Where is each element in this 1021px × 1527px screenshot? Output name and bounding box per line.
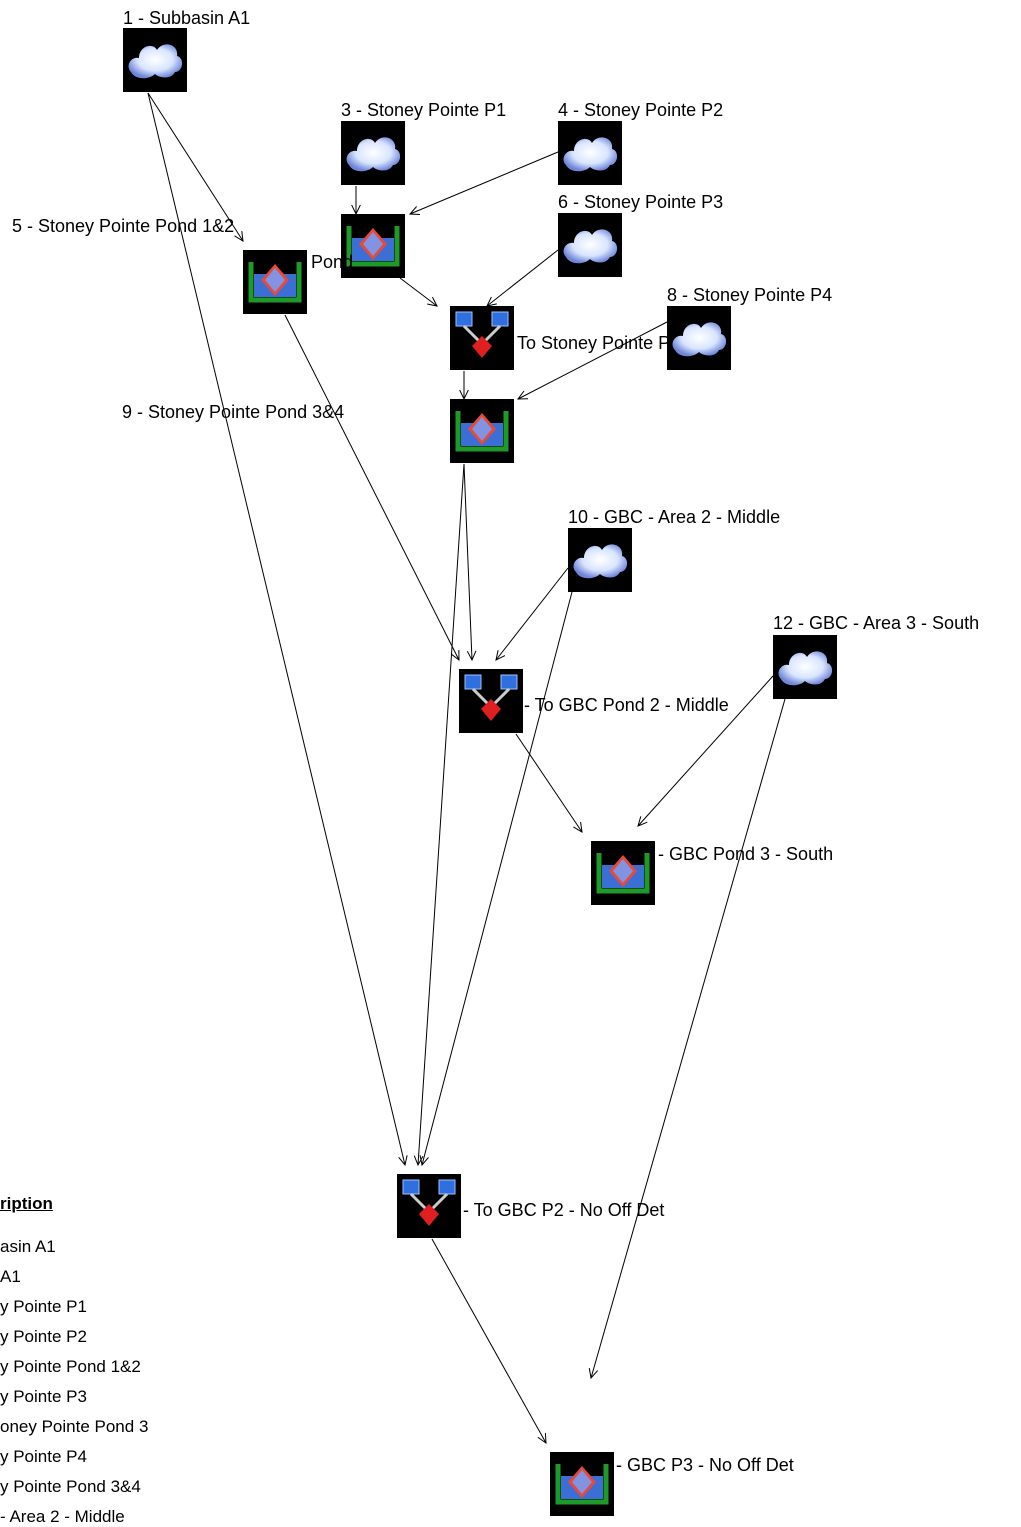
junction-node[interactable] [450,306,514,370]
node-label: To Stoney Pointe Pond 3 [517,333,716,353]
connector-link [515,733,583,833]
node-label: 4 - Stoney Pointe P2 [558,100,724,120]
connector-link [413,463,465,1167]
subbasin-icon [773,635,837,699]
junction-node[interactable] [459,669,523,733]
reservoir-node[interactable] [550,1452,614,1516]
node-label: 3 - Stoney Pointe P1 [341,100,507,120]
connector-link [459,371,469,401]
junction-icon [450,306,514,370]
arrowhead [450,649,460,662]
reservoir-icon [341,214,405,278]
legend-item: y Pointe Pond 1&2 [0,1357,141,1376]
arrowhead [427,296,438,307]
node-label: 10 - GBC - Area 2 - Middle [568,507,781,527]
subbasin-node[interactable] [341,121,405,185]
arrowhead [234,231,244,242]
junction-node[interactable] [397,1174,461,1238]
connector-link [431,1238,547,1445]
connector-link [419,591,573,1167]
arrowhead [398,1155,408,1167]
node-label: - GBC P3 - No Off Det [616,1455,794,1475]
arrowhead [573,822,583,833]
subbasin-icon [341,121,405,185]
legend-item: y Pointe Pond 3&4 [0,1477,141,1496]
subbasin-icon [568,528,632,592]
reservoir-node[interactable] [450,399,514,463]
node-label: 9 - Stoney Pointe Pond 3&4 [122,402,345,422]
node-label: Pond [311,252,354,272]
reservoir-node[interactable] [243,250,307,314]
connector-link [399,277,438,307]
connector-link [147,92,244,242]
connector-link [351,186,361,216]
arrowhead [466,650,477,662]
junction-icon [459,669,523,733]
legend-item: y Pointe P2 [0,1327,87,1346]
legend-item: y Pointe P3 [0,1387,87,1406]
legend-item: y Pointe P1 [0,1297,87,1316]
node-label: 1 - Subbasin A1 [123,8,251,28]
arrowhead [516,390,529,400]
connector-link [588,698,786,1380]
arrowhead [419,1155,429,1167]
node-label: - To GBC Pond 2 - Middle [524,695,729,715]
node-label: 12 - GBC - Area 3 - South [773,613,980,633]
arrowhead [637,816,648,827]
subbasin-node[interactable] [773,635,837,699]
node-label: 8 - Stoney Pointe P4 [667,285,833,305]
node-label: - GBC Pond 3 - South [658,844,834,864]
connector-link [486,249,559,307]
connector-link [637,675,774,827]
node-label: 5 - Stoney Pointe Pond 1&2 [12,216,235,236]
subbasin-node[interactable] [558,121,622,185]
subbasin-icon [667,306,731,370]
subbasin-icon [123,28,187,92]
reservoir-node[interactable] [591,841,655,905]
reservoir-node[interactable] [341,214,405,278]
legend-item: A1 [0,1267,21,1286]
connector-link [463,463,477,662]
subbasin-icon [558,213,622,277]
subbasin-node[interactable] [558,213,622,277]
reservoir-icon [550,1452,614,1516]
reservoir-icon [591,841,655,905]
junction-icon [397,1174,461,1238]
legend-item: y Pointe P4 [0,1447,87,1466]
arrowhead [408,206,421,216]
connector-link [284,314,460,662]
subbasin-icon [558,121,622,185]
arrowhead [495,650,506,661]
connector-link [516,321,668,400]
arrowhead [588,1368,599,1380]
legend-item: asin A1 [0,1237,56,1256]
legend-item: - Area 2 - Middle [0,1507,125,1526]
connector-link [408,151,559,216]
subbasin-node[interactable] [123,28,187,92]
legend-item: oney Pointe Pond 3 [0,1417,149,1436]
connector-link [147,92,408,1167]
arrowhead [537,1432,547,1445]
legend-title: ription [0,1194,53,1213]
reservoir-icon [450,399,514,463]
node-label: - To GBC P2 - No Off Det [463,1200,665,1220]
reservoir-icon [243,250,307,314]
node-label: 6 - Stoney Pointe P3 [558,192,724,212]
subbasin-node[interactable] [568,528,632,592]
connector-link [495,567,569,661]
subbasin-node[interactable] [667,306,731,370]
